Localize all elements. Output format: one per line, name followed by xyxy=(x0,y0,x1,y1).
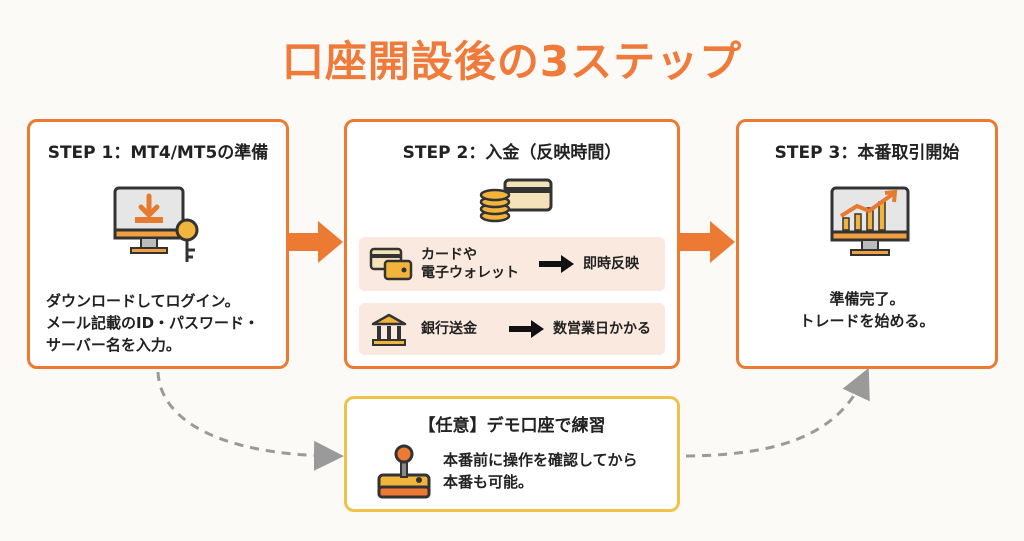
dashed-arrow-from-demo xyxy=(685,367,870,458)
step-3-card: STEP 3：本番取引開始 準備完了。 トレードを始める。 xyxy=(736,119,998,369)
desc-line: 準備完了。 xyxy=(829,290,905,308)
right-arrow-icon xyxy=(680,221,735,263)
optional-title: 【任意】デモ口座で練習 xyxy=(418,416,606,436)
desc-line: 本番前に操作を確認してから xyxy=(443,451,638,469)
joystick-icon xyxy=(377,444,431,499)
bank-icon xyxy=(371,313,407,346)
step-3-description: 準備完了。 トレードを始める。 xyxy=(739,288,995,332)
optional-description: 本番前に操作を確認してから 本番も可能。 xyxy=(443,449,677,493)
black-arrow-icon xyxy=(539,255,574,273)
desc-line: メール記載のID・パスワード・ xyxy=(46,314,260,332)
desc-line: ダウンロードしてログイン。 xyxy=(46,292,240,310)
coins-card-icon xyxy=(479,178,553,223)
method-result: 数営業日かかる xyxy=(553,321,651,337)
step-1-card: STEP 1：MT4/MT5の準備 ダウンロードしてログイン。 メール記載のID… xyxy=(27,119,289,369)
step-2-card: STEP 2：入金（反映時間） カードや 電子ウォレット 即時反映 xyxy=(344,119,680,369)
step-3-title: STEP 3：本番取引開始 xyxy=(774,143,960,163)
method-label-line: 電子ウォレット xyxy=(421,265,519,281)
method-label-line: カードや xyxy=(421,247,477,263)
method-row-bank: 銀行送金 数営業日かかる xyxy=(359,303,665,355)
optional-demo-card: 【任意】デモ口座で練習 本番前に操作を確認してから 本番も可能。 xyxy=(344,396,680,512)
method-label-line: 銀行送金 xyxy=(421,321,477,337)
method-row-card: カードや 電子ウォレット 即時反映 xyxy=(359,237,665,291)
black-arrow-icon xyxy=(509,320,544,338)
monitor-chart-icon xyxy=(830,186,910,256)
step-1-title: STEP 1：MT4/MT5の準備 xyxy=(47,143,269,163)
method-result: 即時反映 xyxy=(583,256,639,272)
step-1-description: ダウンロードしてログイン。 メール記載のID・パスワード・ サーバー名を入力。 xyxy=(46,290,286,356)
computer-download-key-icon xyxy=(113,186,199,262)
method-label: カードや 電子ウォレット xyxy=(421,246,519,282)
desc-line: サーバー名を入力。 xyxy=(46,336,181,354)
right-arrow-icon xyxy=(288,221,343,263)
page-title: 口座開設後の3ステップ xyxy=(281,37,743,86)
desc-line: トレードを始める。 xyxy=(799,312,935,330)
step-2-title: STEP 2：入金（反映時間） xyxy=(402,143,622,163)
card-wallet-icon xyxy=(369,247,413,281)
method-label: 銀行送金 xyxy=(421,320,477,338)
desc-line: 本番も可能。 xyxy=(443,473,534,491)
dashed-arrow-to-demo xyxy=(156,371,344,471)
